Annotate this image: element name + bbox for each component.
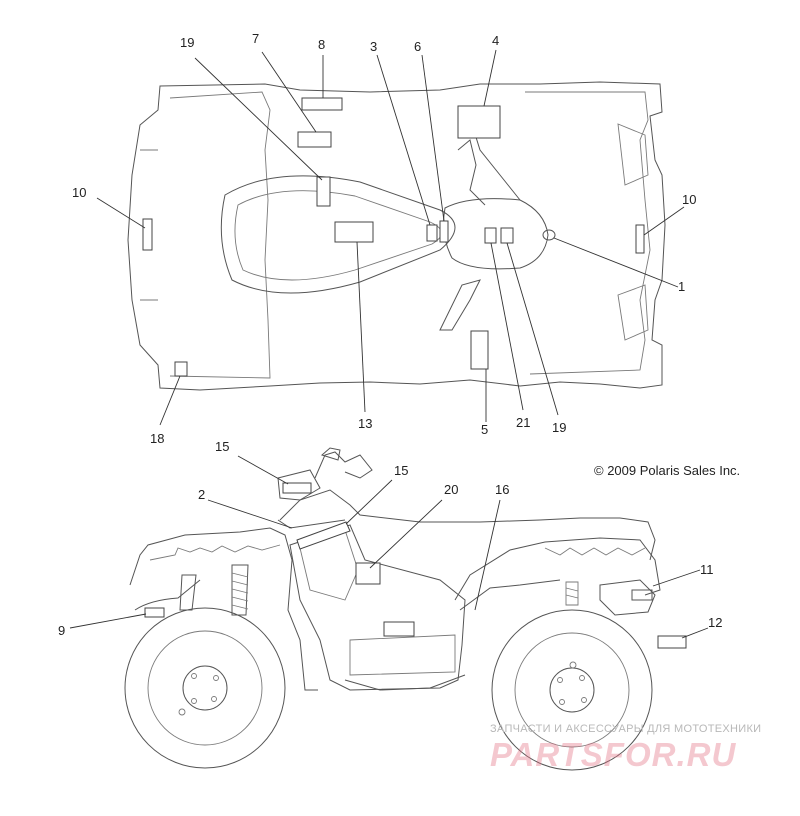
- callout-9: 9: [58, 623, 66, 638]
- callout-14: 15: [215, 439, 230, 454]
- callout-10-front: 10: [682, 192, 697, 207]
- atv-top-view: [96, 49, 685, 426]
- watermark-tagline: ЗАПЧАСТИ И АКСЕССУАРЫ ДЛЯ МОТОТЕХНИКИ: [490, 723, 762, 735]
- callout-12: 12: [708, 615, 723, 630]
- callout-7: 7: [252, 31, 260, 46]
- decal-20-box: [355, 562, 381, 585]
- decal-7-box: [297, 131, 332, 148]
- decal-14-box: [282, 482, 312, 494]
- callout-8: 8: [318, 37, 326, 52]
- callout-20: 20: [444, 482, 459, 497]
- decal-15-stripe: [296, 521, 351, 550]
- callout-13: 13: [358, 416, 373, 431]
- callout-19: 19: [552, 420, 567, 435]
- watermark-logo: PARTSFOR.RU: [490, 736, 737, 773]
- callout-18: 19: [180, 35, 195, 50]
- callout-11: 11: [700, 562, 714, 577]
- decal-5-box: [470, 330, 489, 370]
- decal-19-box: [500, 227, 514, 244]
- decal-6-box: [439, 220, 449, 243]
- callout-16: 16: [495, 482, 510, 497]
- callout-6: 6: [414, 39, 422, 54]
- callout-15: 15: [394, 463, 409, 478]
- decal-10-rear-box: [142, 218, 153, 251]
- callout-1: 1: [678, 279, 686, 294]
- decal-8-box: [301, 97, 343, 111]
- decal-17-box: [174, 361, 188, 377]
- decal-21-box: [484, 227, 497, 244]
- decal-18-box: [316, 176, 331, 207]
- copyright-text: © 2009 Polaris Sales Inc.: [594, 463, 741, 478]
- atv-side-view: [69, 447, 709, 771]
- decal-9-box: [144, 607, 165, 618]
- decal-4-box: [457, 105, 501, 139]
- callout-10-rear: 10: [72, 185, 87, 200]
- callout-3: 3: [370, 39, 378, 54]
- decal-13-box: [334, 221, 374, 243]
- decal-3-box: [426, 224, 438, 242]
- callout-5: 5: [481, 422, 489, 437]
- callout-17: 18: [150, 431, 165, 446]
- decal-panel-box: [383, 621, 415, 637]
- callout-2: 2: [198, 487, 206, 502]
- callout-21: 21: [516, 415, 531, 430]
- decal-10-front-box: [635, 224, 645, 254]
- decal-12-box: [657, 635, 687, 649]
- callout-4: 4: [492, 33, 500, 48]
